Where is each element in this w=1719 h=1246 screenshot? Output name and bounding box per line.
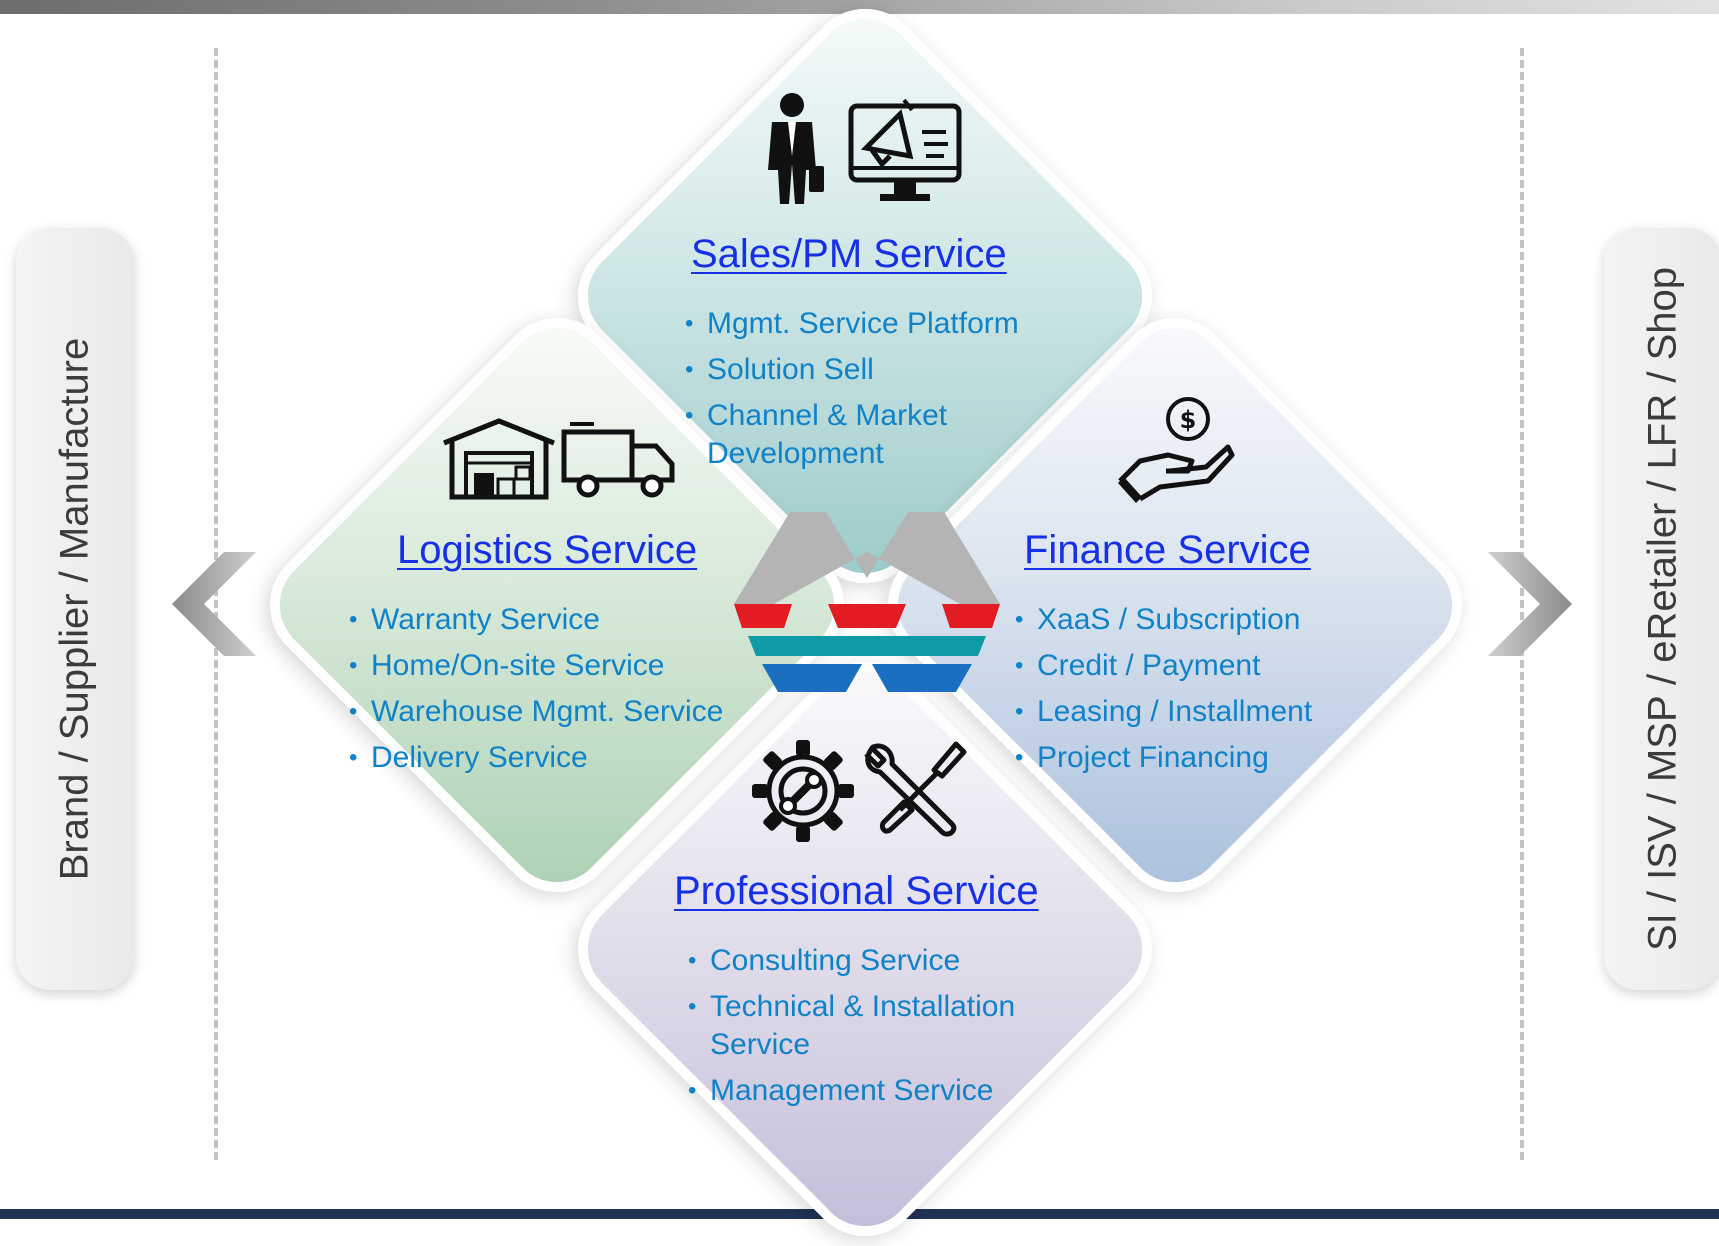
sales-pm-list: Mgmt. Service Platform Solution Sell Cha… (685, 305, 1085, 481)
right-audience-label: SI / ISV / MSP / eRetailer / LFR / Shop (1640, 267, 1685, 951)
finance-list: XaaS / Subscription Credit / Payment Lea… (1015, 601, 1355, 785)
left-audience-panel: Brand / Supplier / Manufacture (16, 228, 134, 990)
marketing-monitor-icon (848, 98, 962, 201)
list-item: Consulting Service (688, 942, 1088, 980)
logistics-title-link[interactable]: Logistics Service (397, 528, 698, 572)
left-divider (214, 48, 218, 1160)
list-item: Solution Sell (685, 351, 1085, 389)
list-item: Warehouse Mgmt. Service (349, 693, 769, 731)
top-accent-bar (0, 0, 1719, 14)
list-item: Management Service (688, 1072, 1088, 1110)
chevron-right-icon (1488, 552, 1572, 656)
list-item: Channel & Market Development (685, 397, 979, 473)
finance-title-link[interactable]: Finance Service (1024, 528, 1311, 572)
gear-wrench-icon (752, 740, 854, 842)
right-audience-panel: SI / ISV / MSP / eRetailer / LFR / Shop (1604, 228, 1719, 990)
logistics-list: Warranty Service Home/On-site Service Wa… (349, 601, 769, 785)
chevron-left-icon (172, 552, 256, 656)
sales-pm-title-link[interactable]: Sales/PM Service (691, 232, 1007, 276)
tools-icon (864, 741, 967, 837)
delivery-truck-icon (561, 422, 675, 498)
list-item: Project Financing (1015, 739, 1355, 777)
list-item: Technical & Installation Service (688, 988, 1060, 1064)
list-item: Leasing / Installment (1015, 693, 1355, 731)
professional-title-link[interactable]: Professional Service (674, 869, 1039, 913)
svg-text:$: $ (1180, 406, 1197, 434)
professional-list: Consulting Service Technical & Installat… (688, 942, 1088, 1118)
list-item: Delivery Service (349, 739, 769, 777)
list-item: Home/On-site Service (349, 647, 769, 685)
money-hand-icon: $ (1118, 397, 1235, 503)
left-audience-label: Brand / Supplier / Manufacture (52, 337, 97, 881)
list-item: Credit / Payment (1015, 647, 1355, 685)
right-divider (1520, 48, 1524, 1160)
company-logo (734, 512, 1000, 692)
list-item: Warranty Service (349, 601, 769, 639)
warehouse-icon (443, 418, 555, 500)
businessman-icon (768, 93, 824, 204)
list-item: XaaS / Subscription (1015, 601, 1355, 639)
list-item: Mgmt. Service Platform (685, 305, 1085, 343)
